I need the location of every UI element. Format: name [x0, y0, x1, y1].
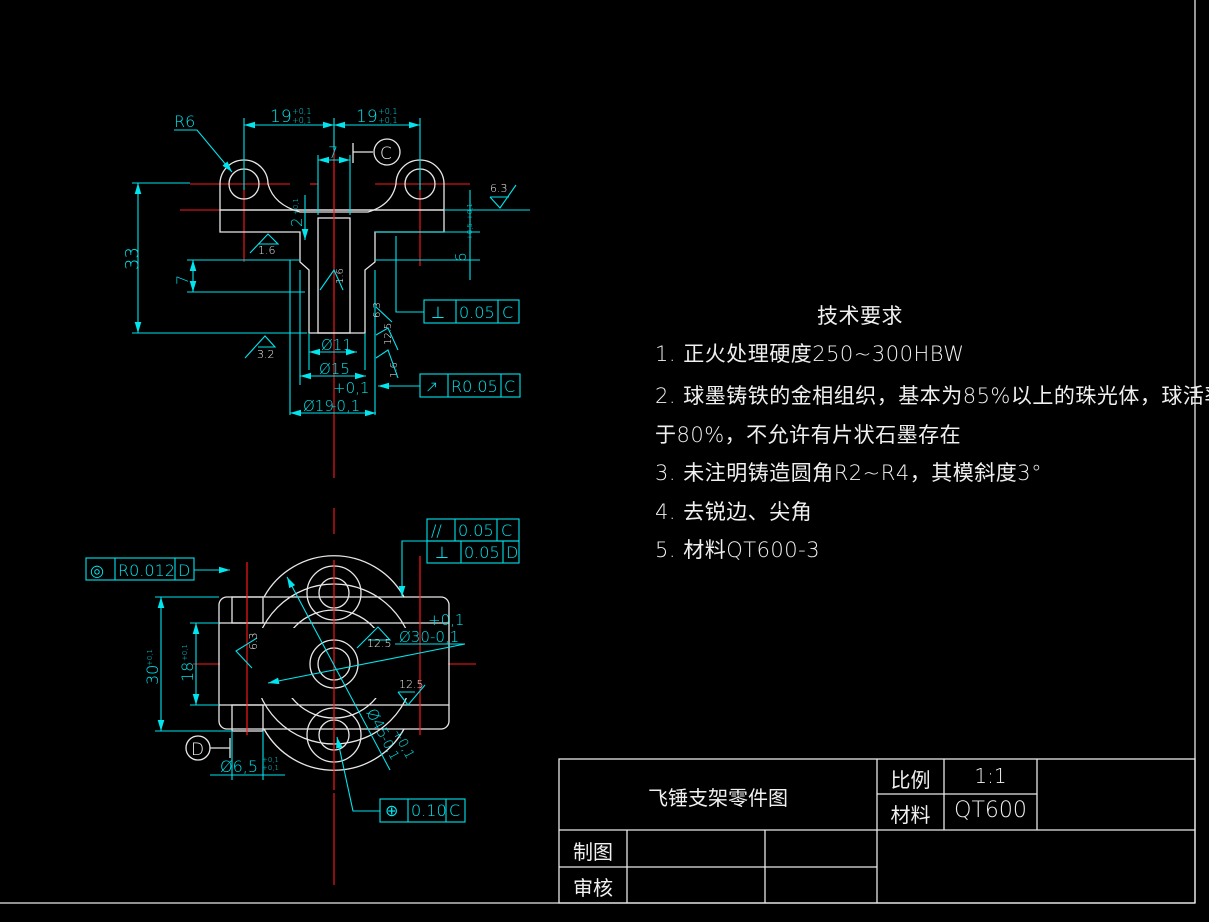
top-view-lugs-outline — [219, 159, 445, 213]
dim-19-left: 19 — [270, 107, 292, 127]
tech-requirement-item: 3. 未注明铸造圆角R2~R4，其模斜度3° — [655, 461, 1043, 485]
svg-text:+0,1: +0,1 — [146, 649, 154, 666]
fcf-parallelism: // 0.05 C — [426, 518, 520, 542]
svg-text:+0,1: +0,1 — [428, 611, 464, 629]
svg-text:D: D — [178, 561, 190, 580]
svg-text:D: D — [191, 740, 204, 760]
tech-requirement-item: 于80%，不允许有片状石墨存在 — [655, 423, 962, 447]
svg-text:+0,1: +0,1 — [378, 107, 397, 116]
material-value: QT600 — [954, 798, 1027, 823]
dim-19-right: 19 — [356, 107, 378, 127]
svg-text:1.6: 1.6 — [335, 268, 346, 284]
svg-text:6.3: 6.3 — [490, 182, 508, 195]
title-block-grid — [558, 758, 1196, 904]
svg-text:2: 2 — [288, 217, 306, 227]
tech-requirement-item: 5. 材料QT600-3 — [655, 538, 821, 562]
part-name: 飞锤支架零件图 — [648, 786, 788, 810]
svg-text:12.5: 12.5 — [383, 323, 394, 345]
fcf-perpendicularity-bottom: ⊥ 0.05 D — [398, 540, 520, 597]
svg-text:0.05: 0.05 — [464, 543, 500, 562]
dim-30: 30 — [143, 665, 162, 685]
dim-dia-15: Ø15 — [319, 360, 350, 378]
fcf-runout-top: ↗ R0.05 C — [378, 373, 521, 398]
dim-18: 18 — [178, 662, 197, 682]
svg-text:6.3: 6.3 — [247, 633, 260, 651]
svg-text:C: C — [501, 521, 512, 540]
svg-text:↗: ↗ — [425, 377, 438, 396]
svg-text:C: C — [449, 801, 460, 820]
dim-dia-6-5: Ø6,5 — [220, 757, 258, 776]
scale-label: 比例 — [890, 768, 931, 792]
dim-dia-30: Ø30 — [399, 628, 430, 646]
svg-text:D: D — [506, 543, 518, 562]
svg-text:1.6: 1.6 — [258, 244, 276, 257]
tech-requirements-title: 技术要求 — [817, 304, 903, 328]
svg-text:0.10: 0.10 — [411, 801, 447, 820]
svg-text:⊕: ⊕ — [385, 801, 398, 820]
svg-text:7: 7 — [328, 143, 338, 162]
svg-text:12.5: 12.5 — [399, 678, 424, 691]
top-view-dimensions: 19 +0,1 +0,1 19 +0,1 +0,1 R6 7 C 2 +0,1 … — [122, 107, 530, 417]
tech-requirement-item: 1. 正火处理硬度250~300HBW — [655, 342, 965, 366]
svg-text:+0,1: +0,1 — [292, 198, 300, 215]
dim-33: 33 — [122, 247, 143, 270]
svg-text:-0,1: -0,1 — [430, 628, 459, 646]
bottom-view — [193, 508, 476, 885]
svg-text:1.6: 1.6 — [389, 362, 400, 378]
svg-text:+0,5: +0,5 — [466, 223, 474, 240]
dim-dia-11: Ø11 — [321, 336, 352, 354]
svg-text:C: C — [380, 144, 392, 164]
svg-text:R0.012: R0.012 — [118, 561, 175, 580]
svg-text:+0,1: +0,1 — [262, 756, 279, 764]
top-view-section — [180, 140, 470, 478]
svg-text:12.5: 12.5 — [367, 637, 392, 650]
svg-text:⊥: ⊥ — [435, 543, 449, 562]
tech-requirement-item: 2. 球墨铸铁的金相组织，基本为85%以上的珠光体，球活率应大 — [655, 384, 1209, 408]
datum-d-symbol: D — [185, 735, 231, 761]
datum-c-symbol: C — [352, 138, 401, 166]
fcf-position: ⊕ 0.10 C — [336, 736, 466, 823]
svg-text:C: C — [504, 377, 515, 396]
svg-text:7: 7 — [173, 275, 192, 285]
svg-text://: // — [431, 521, 442, 540]
svg-text:+0,1: +0,1 — [333, 379, 369, 397]
fcf-perpendicularity-top: ⊥ 0.05 C — [395, 236, 520, 324]
svg-text:0.05: 0.05 — [459, 303, 495, 322]
svg-text:+0,1: +0,1 — [181, 644, 189, 661]
svg-text:+0,1: +0,1 — [262, 764, 279, 772]
svg-text:+0,1: +0,1 — [292, 107, 311, 116]
fcf-concentricity: ◎ R0.012 D — [85, 557, 230, 581]
svg-text:⊥: ⊥ — [431, 303, 445, 322]
roughness-symbols-top: 6.3 1.6 3.2 1.6 6.3 12.5 1.6 — [244, 182, 517, 379]
dim-dia-19: Ø19 — [303, 397, 334, 415]
material-label: 材料 — [890, 803, 931, 827]
svg-text:+0,1: +0,1 — [378, 116, 397, 125]
checked-by-label: 审核 — [573, 876, 613, 900]
svg-text:6: 6 — [452, 252, 470, 262]
svg-text:+0,1: +0,1 — [466, 203, 474, 220]
dim-r6: R6 — [174, 112, 195, 131]
svg-text:R0.05: R0.05 — [451, 377, 498, 396]
svg-text:-0,1: -0,1 — [331, 397, 360, 415]
tech-requirement-item: 4. 去锐边、尖角 — [655, 500, 813, 524]
roughness-symbols-bottom: 6.3 12.5 12.5 — [235, 626, 426, 706]
svg-text:+0,1: +0,1 — [292, 116, 311, 125]
bottom-view-dimensions: 30 +0,1 18 +0,1 +0,1 Ø30 -0,1 Ø45 -0,1 +… — [143, 576, 466, 780]
svg-text:6.3: 6.3 — [372, 302, 383, 318]
svg-text:C: C — [502, 303, 513, 322]
drawn-by-label: 制图 — [573, 840, 613, 864]
scale-value: 1:1 — [974, 764, 1007, 788]
svg-text:0.05: 0.05 — [458, 521, 494, 540]
svg-text:3.2: 3.2 — [257, 348, 275, 361]
svg-text:◎: ◎ — [90, 561, 104, 580]
